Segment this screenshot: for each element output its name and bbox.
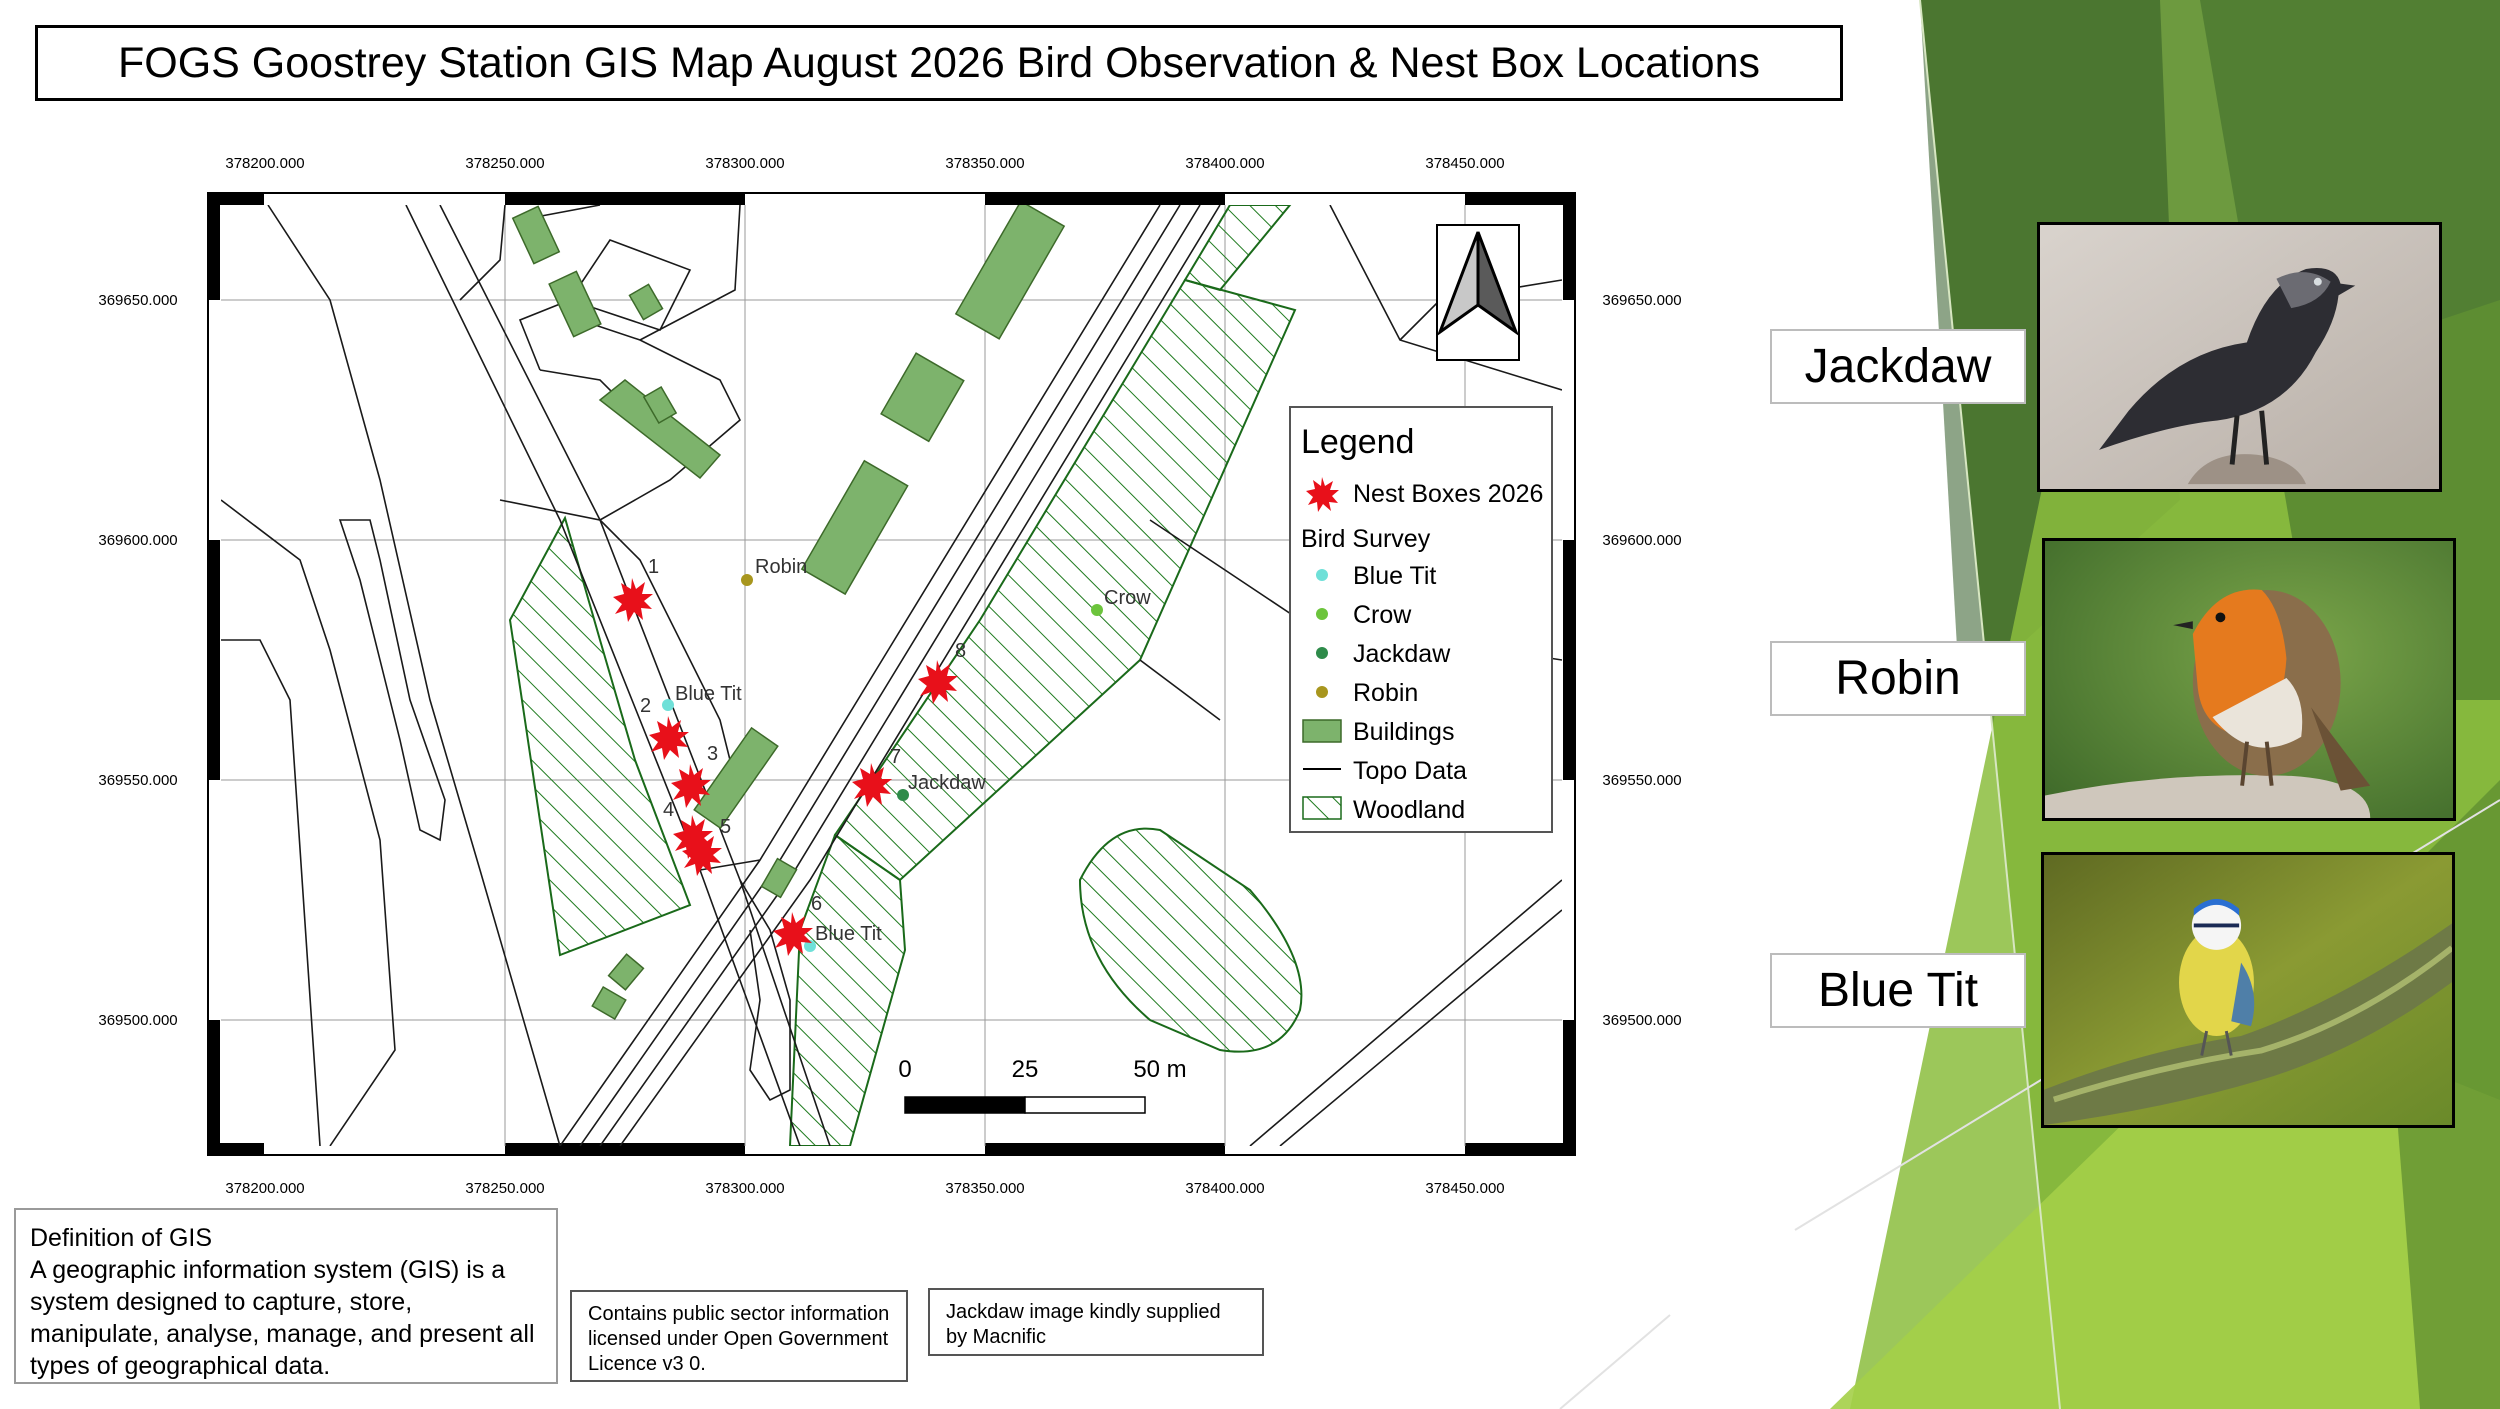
gis-definition-heading: Definition of GIS: [30, 1224, 213, 1252]
x-tick-top: 378200.000: [225, 155, 304, 172]
nest-box-marker: [918, 660, 958, 704]
nest-box-label: 8: [955, 640, 966, 662]
jackdaw-image-credit: Jackdaw image kindly supplied by Macnifi…: [928, 1288, 1264, 1356]
nest-box-label: 6: [811, 893, 822, 915]
woodland-west: [508, 515, 692, 957]
nest-box-marker: [773, 912, 813, 956]
legend-item: Blue Tit: [1353, 562, 1436, 590]
licence-notice: Contains public sector information licen…: [570, 1290, 908, 1382]
legend-title: Legend: [1301, 423, 1414, 461]
legend-building-icon: [1302, 719, 1342, 743]
x-tick-bottom: 378450.000: [1425, 1180, 1504, 1197]
observation-label: Crow: [1104, 587, 1151, 609]
nest-box-label: 5: [720, 816, 731, 838]
map-legend: Legend Nest Boxes 2026 Bird Survey Blue …: [1289, 406, 1553, 833]
x-tick-bottom: 378400.000: [1185, 1180, 1264, 1197]
y-tick-left: 369650.000: [98, 292, 177, 309]
legend-woodland-icon: [1302, 796, 1342, 820]
observation-label: Robin: [755, 556, 807, 578]
legend-item: Robin: [1353, 679, 1418, 707]
legend-item: Buildings: [1353, 718, 1454, 746]
nest-box-label: 2: [640, 695, 651, 717]
legend-item: Woodland: [1353, 796, 1465, 824]
nest-box-marker: [613, 578, 653, 622]
observation-label: Blue Tit: [675, 683, 742, 705]
x-tick-top: 378400.000: [1185, 155, 1264, 172]
nest-box-marker: [682, 832, 722, 876]
nest-box-marker: [671, 764, 711, 808]
legend-crow-icon: [1316, 608, 1328, 620]
species-label-jackdaw: Jackdaw: [1770, 329, 2026, 404]
y-tick-right: 369600.000: [1602, 532, 1681, 549]
y-tick-left: 369550.000: [98, 772, 177, 789]
nest-box-marker: [649, 716, 689, 760]
y-tick-right: 369650.000: [1602, 292, 1681, 309]
legend-item: Topo Data: [1353, 757, 1467, 785]
legend-item: Crow: [1353, 601, 1412, 629]
y-tick-right: 369550.000: [1602, 772, 1681, 789]
scale-bar-label: 25: [1012, 1056, 1039, 1083]
nest-box-label: 1: [648, 556, 659, 578]
x-tick-bottom: 378250.000: [465, 1180, 544, 1197]
nest-box-label: 3: [707, 743, 718, 765]
legend-jackdaw-icon: [1316, 647, 1328, 659]
nest-box-marker: [673, 815, 713, 859]
blue-tit-photo: [2041, 852, 2455, 1128]
x-tick-top: 378250.000: [465, 155, 544, 172]
observation-point-robin: [741, 574, 753, 586]
nest-boxes: 1 2 3 4 5 6 7 8: [613, 556, 966, 956]
scale-bar: 0 25 50 m: [898, 1056, 1187, 1114]
page-title: FOGS Goostrey Station GIS Map August 202…: [35, 25, 1843, 101]
y-tick-left: 369500.000: [98, 1012, 177, 1029]
x-tick-top: 378450.000: [1425, 155, 1504, 172]
observation-label: Blue Tit: [815, 923, 882, 945]
nest-box-marker: [852, 763, 892, 807]
gis-definition-box: Definition of GIS A geographic informati…: [14, 1208, 558, 1384]
woodland-oval: [1078, 827, 1303, 1053]
y-tick-right: 369500.000: [1602, 1012, 1681, 1029]
observation-point-jackdaw: [897, 789, 909, 801]
topo-lines: [221, 205, 1562, 1146]
scale-bar-label: 0: [898, 1056, 911, 1083]
x-tick-bottom: 378350.000: [945, 1180, 1024, 1197]
gis-definition-body: A geographic information system (GIS) is…: [30, 1256, 535, 1380]
x-tick-bottom: 378300.000: [705, 1180, 784, 1197]
x-tick-bottom: 378200.000: [225, 1180, 304, 1197]
y-tick-left: 369600.000: [98, 532, 177, 549]
legend-blue-tit-icon: [1316, 569, 1328, 581]
species-label-robin: Robin: [1770, 641, 2026, 716]
observation-label: Jackdaw: [908, 772, 986, 794]
legend-item: Nest Boxes 2026: [1353, 480, 1543, 508]
north-arrow-icon: [1436, 224, 1520, 361]
nest-box-label: 7: [890, 746, 901, 768]
legend-robin-icon: [1316, 686, 1328, 698]
observation-point-crow: [1091, 604, 1103, 616]
robin-photo: [2042, 538, 2456, 821]
observation-point-blue-tit: [662, 699, 674, 711]
nest-box-label: 4: [663, 799, 674, 821]
scale-bar-label: 50 m: [1133, 1056, 1186, 1083]
legend-item: Jackdaw: [1353, 640, 1451, 668]
buildings: [511, 205, 1066, 1021]
woodland-areas: [508, 205, 1303, 1146]
legend-item: Bird Survey: [1301, 525, 1431, 553]
legend-nest-box-icon: [1306, 477, 1339, 512]
x-tick-top: 378300.000: [705, 155, 784, 172]
jackdaw-photo: [2037, 222, 2442, 492]
species-label-blue-tit: Blue Tit: [1770, 953, 2026, 1028]
x-tick-top: 378350.000: [945, 155, 1024, 172]
observation-point-blue-tit: [804, 940, 816, 952]
frame-ruler: [208, 193, 1575, 1155]
